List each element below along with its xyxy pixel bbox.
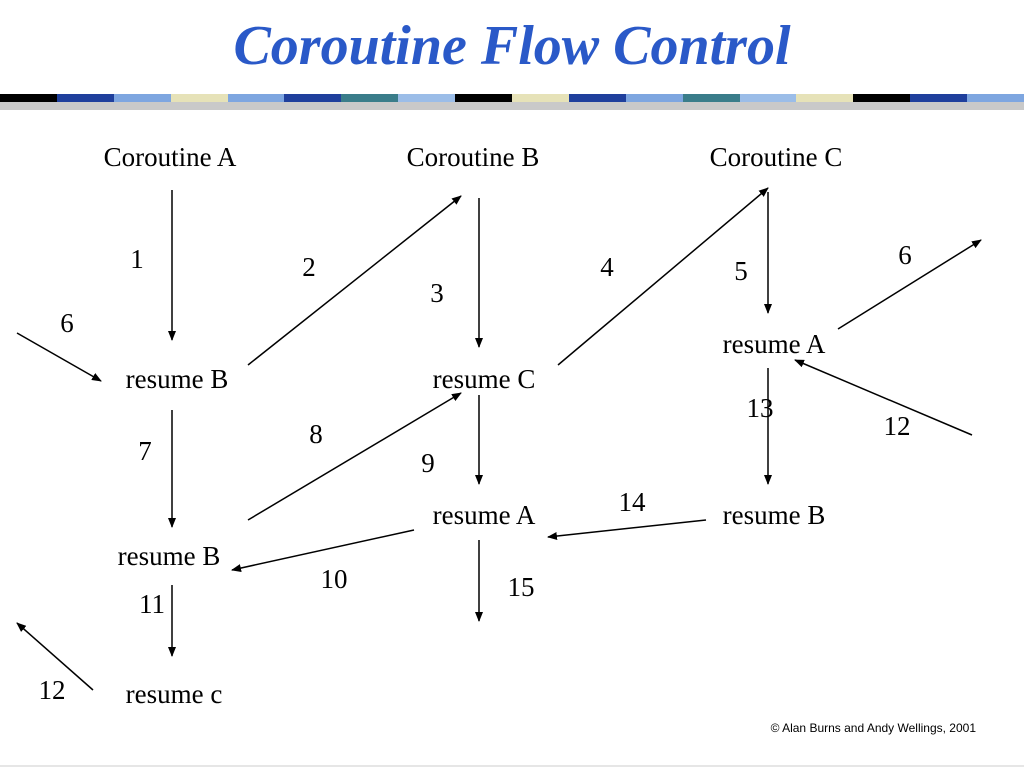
title-bar-stripe — [512, 94, 570, 102]
arrow-step-6-in — [16, 332, 102, 382]
step-number-11: 11 — [139, 589, 165, 619]
title-bar-stripe — [398, 94, 457, 102]
slide-title: Coroutine Flow Control — [233, 15, 791, 77]
title-bar-stripe — [284, 94, 343, 102]
step-number-14: 14 — [619, 487, 647, 517]
step-number-5: 5 — [734, 256, 748, 286]
title-bar-stripe — [56, 94, 115, 102]
step-number-7: 7 — [138, 436, 152, 466]
step-number-2: 2 — [302, 252, 316, 282]
step-number-15: 15 — [508, 572, 535, 602]
column-header-coroutine-c: Coroutine C — [710, 142, 843, 172]
arrow-step-10 — [231, 529, 415, 572]
arrow-step-12-out — [16, 622, 94, 691]
node-a-resume-b-2: resume B — [118, 541, 221, 571]
copyright-notice: © Alan Burns and Andy Wellings, 2001 — [770, 721, 976, 735]
title-bar-stripe — [796, 94, 855, 102]
step-number-9: 9 — [421, 448, 435, 478]
step-number-6-left: 6 — [60, 308, 74, 338]
node-c-resume-a: resume A — [723, 329, 826, 359]
title-decorative-bar — [0, 94, 1024, 110]
title-bar-shadow — [0, 102, 1024, 110]
step-number-12-left: 12 — [39, 675, 66, 705]
step-number-6-right: 6 — [898, 240, 912, 270]
arrow-step-2 — [247, 195, 462, 366]
title-bar-stripe — [910, 94, 969, 102]
title-bar-stripe — [739, 94, 798, 102]
title-bar-stripe — [113, 94, 172, 102]
step-number-8: 8 — [309, 419, 323, 449]
column-header-coroutine-a: Coroutine A — [104, 142, 237, 172]
title-bar-stripe — [682, 94, 741, 102]
title-bar-stripe — [568, 94, 627, 102]
step-number-3: 3 — [430, 278, 444, 308]
title-bar-stripe — [455, 94, 513, 102]
title-bar-stripe — [170, 94, 229, 102]
arrow-step-14 — [547, 519, 707, 541]
step-number-12-right: 12 — [884, 411, 911, 441]
node-c-resume-b: resume B — [723, 500, 826, 530]
title-bar-stripe — [967, 94, 1024, 102]
bottom-rule — [0, 765, 1024, 767]
node-a-resume-c: resume c — [126, 679, 223, 709]
title-bar-stripe — [227, 94, 286, 102]
flow-arrows — [16, 187, 982, 691]
title-bar-stripe — [0, 94, 58, 102]
node-a-resume-b-1: resume B — [126, 364, 229, 394]
step-number-13: 13 — [747, 393, 774, 423]
title-bar-stripe — [853, 94, 912, 102]
arrow-step-6-out — [837, 239, 982, 330]
arrow-step-12-in — [794, 359, 973, 436]
arrow-step-8 — [247, 392, 462, 521]
title-bar-stripe — [625, 94, 684, 102]
step-number-10: 10 — [321, 564, 348, 594]
step-number-4: 4 — [600, 252, 614, 282]
column-header-coroutine-b: Coroutine B — [407, 142, 540, 172]
step-number-1: 1 — [130, 244, 144, 274]
arrow-step-4 — [557, 187, 769, 366]
node-b-resume-a: resume A — [433, 500, 536, 530]
title-bar-stripe — [341, 94, 400, 102]
node-b-resume-c: resume C — [433, 364, 536, 394]
